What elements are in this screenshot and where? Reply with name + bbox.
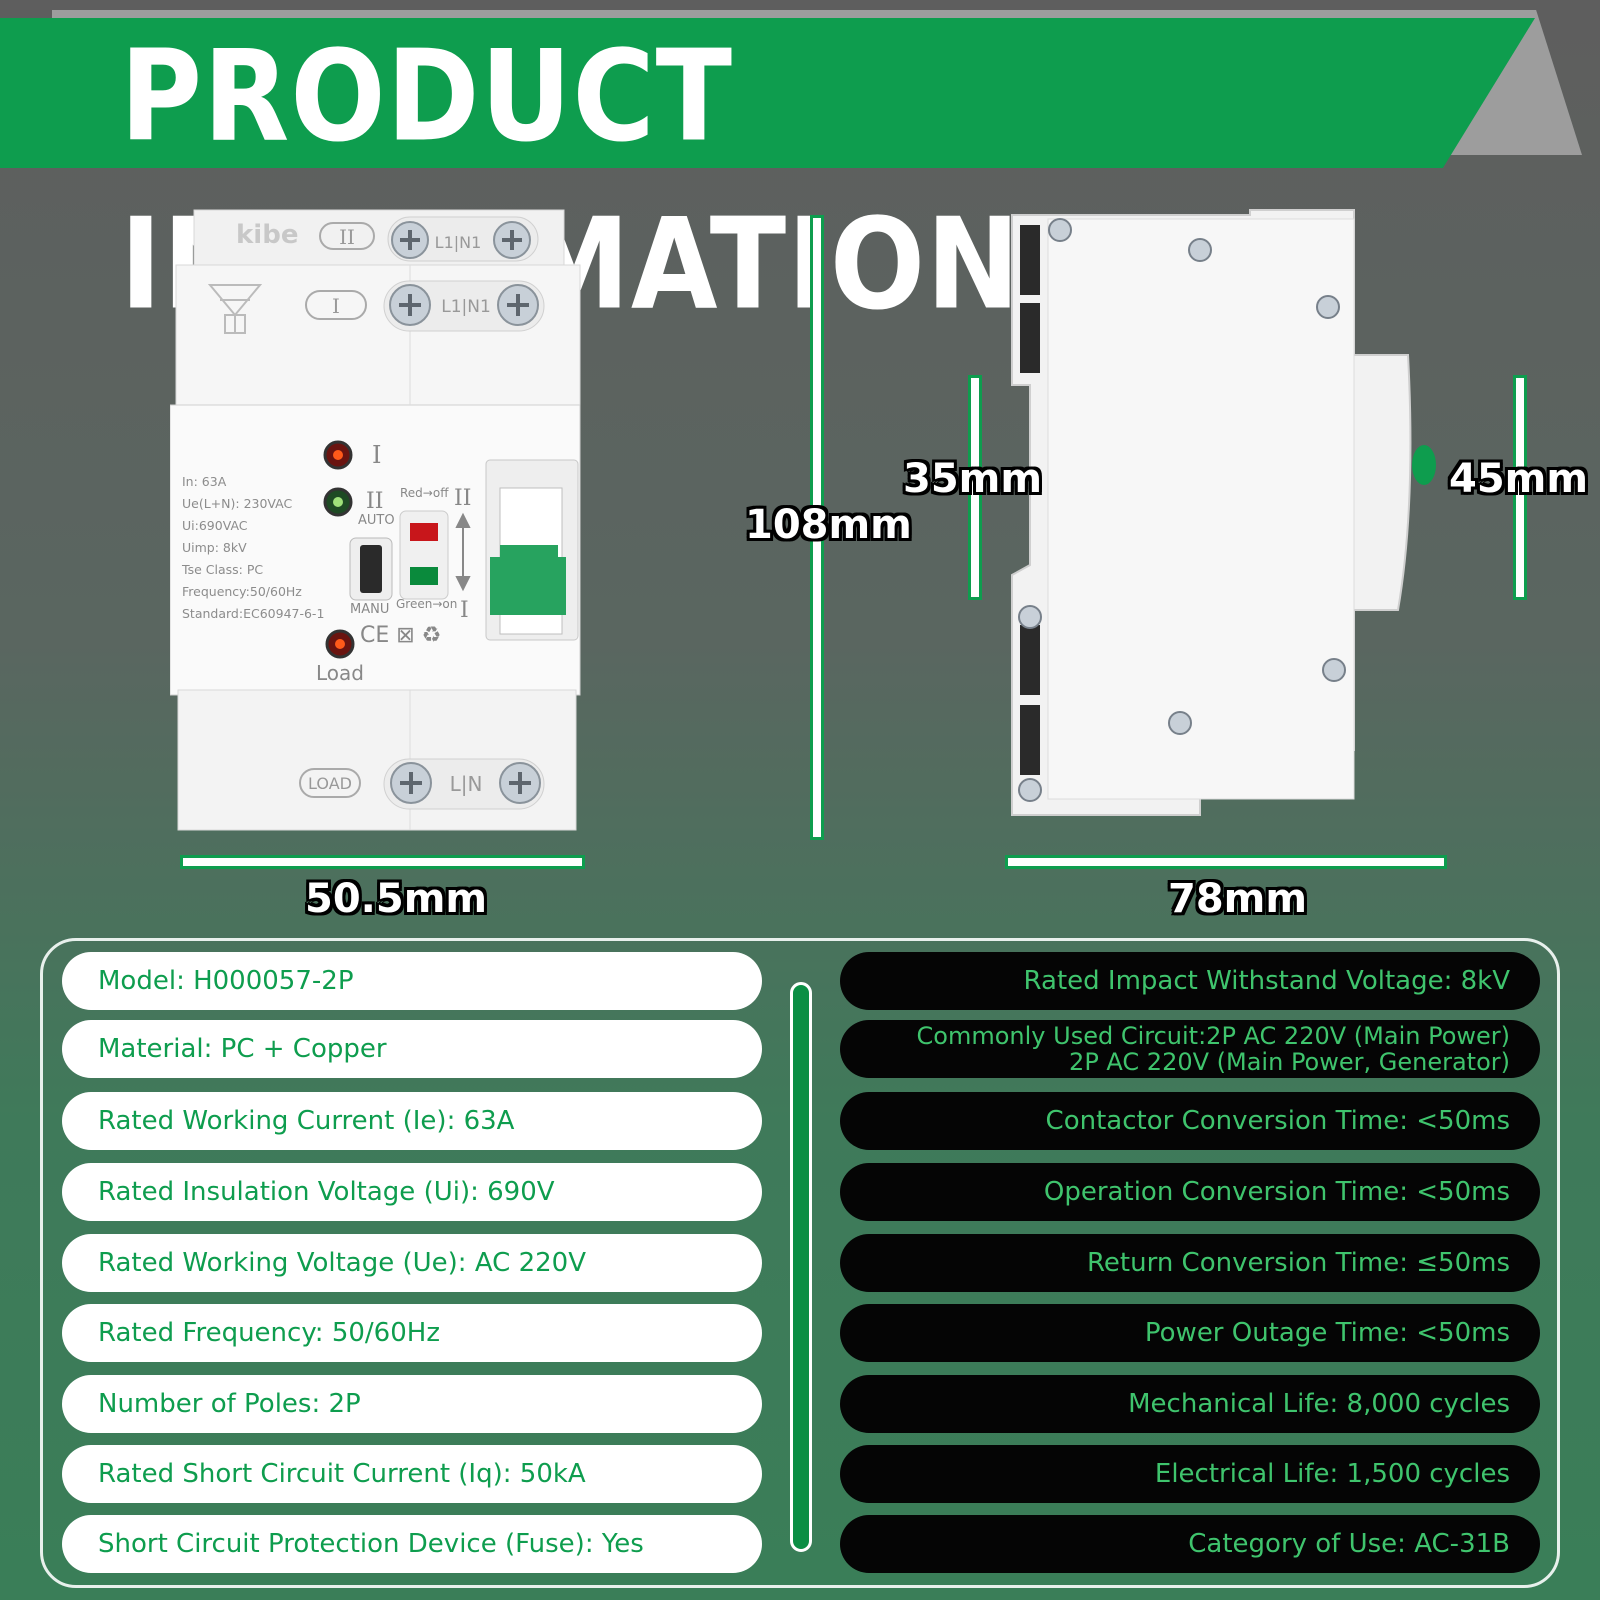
terminal-mid-label: L1|N1 — [441, 297, 491, 317]
spec-pill-poles: Number of Poles: 2P — [62, 1375, 762, 1433]
spec-pill-category: Category of Use: AC-31B — [840, 1515, 1540, 1573]
terminal-bottom-label: L|N — [450, 772, 483, 796]
spec-pill-working-current: Rated Working Current (Ie): 63A — [62, 1092, 762, 1150]
dim-label-45: 45mm — [1449, 456, 1589, 502]
spec-pill-operation-time: Operation Conversion Time: <50ms — [840, 1163, 1540, 1221]
body-spec: Ui:690VAC — [182, 518, 248, 533]
page-title: PRODUCT INFORMATION — [120, 24, 1020, 338]
terminal-top-label: L1|N1 — [435, 233, 482, 252]
spec-pill-fuse: Short Circuit Protection Device (Fuse): … — [62, 1515, 762, 1573]
cert-marks: CE ⊠ ♻ — [360, 623, 441, 648]
spec-pill-short-circuit-current: Rated Short Circuit Current (Iq): 50kA — [62, 1445, 762, 1503]
screw-icon — [1018, 218, 1346, 802]
spec-pill-return-time: Return Conversion Time: ≤50ms — [840, 1234, 1540, 1292]
spec-common-circuit-line-2: 2P AC 220V (Main Power, Generator) — [1069, 1048, 1510, 1076]
body-spec: Standard:EC60947-6-1 — [182, 606, 324, 621]
status-window-red — [410, 523, 438, 541]
status-window-green — [410, 567, 438, 585]
body-spec: In: 63A — [182, 474, 227, 489]
spec-common-circuit-line-1: Commonly Used Circuit:2P AC 220V (Main P… — [916, 1022, 1510, 1050]
spec-pill-contactor-time: Contactor Conversion Time: <50ms — [840, 1092, 1540, 1150]
brand-logo: kibe — [236, 220, 298, 250]
spec-pill-mechanical-life: Mechanical Life: 8,000 cycles — [840, 1375, 1540, 1433]
spec-pill-impact-voltage: Rated Impact Withstand Voltage: 8kV — [840, 952, 1540, 1010]
spec-pill-outage-time: Power Outage Time: <50ms — [840, 1304, 1540, 1362]
body-spec: Tse Class: PC — [181, 562, 263, 577]
body-specs: In: 63A Ue(L+N): 230VAC Ui:690VAC Uimp: … — [181, 474, 324, 621]
spec-pill-electrical-life: Electrical Life: 1,500 cycles — [840, 1445, 1540, 1503]
switch-handle — [490, 545, 566, 615]
dim-label-side-depth: 78mm — [1168, 876, 1308, 922]
spec-pill-insulation-voltage: Rated Insulation Voltage (Ui): 690V — [62, 1163, 762, 1221]
switch-bottom-label: I — [460, 598, 469, 623]
spec-divider — [790, 982, 812, 1552]
load-badge: LOAD — [308, 774, 352, 793]
indicator-1-label: I — [372, 441, 381, 469]
body-spec: Frequency:50/60Hz — [182, 584, 302, 599]
up-down-arrow-icon — [455, 512, 471, 592]
source-1-label: I — [332, 294, 340, 318]
dim-line-45 — [1513, 375, 1527, 600]
rail-clip — [1412, 445, 1436, 485]
source-2-label: II — [339, 225, 355, 249]
manu-label: MANU — [350, 602, 389, 617]
green-on-label: Green→on — [396, 597, 457, 611]
device-side-view — [1011, 209, 1436, 816]
spec-pill-material: Material: PC + Copper — [62, 1020, 762, 1078]
dim-line-side-depth — [1005, 855, 1447, 869]
tower-logo-icon — [207, 284, 263, 334]
spec-panel — [40, 938, 1560, 1588]
switch-top-label: II — [454, 486, 471, 511]
spec-pill-frequency: Rated Frequency: 50/60Hz — [62, 1304, 762, 1362]
red-off-label: Red→off — [400, 486, 449, 500]
dim-label-35: 35mm — [903, 456, 1043, 502]
device-front-view: kibe II L1|N1 I L1|N1 I II AUTO In: 63A … — [170, 209, 581, 831]
title-banner — [0, 18, 1535, 168]
body-spec: Uimp: 8kV — [182, 540, 247, 555]
spec-pill-common-circuit: Commonly Used Circuit:2P AC 220V (Main P… — [840, 1020, 1540, 1078]
dim-line-35 — [968, 375, 982, 600]
spec-pill-model: Model: H000057-2P — [62, 952, 762, 1010]
dim-label-height: 108mm — [745, 502, 912, 548]
indicator-2-label: II — [366, 489, 383, 514]
dim-label-front-width: 50.5mm — [305, 876, 488, 922]
body-spec: Ue(L+N): 230VAC — [182, 496, 293, 511]
dim-line-front-width — [180, 855, 585, 869]
dim-line-height — [810, 215, 824, 840]
spec-pill-working-voltage: Rated Working Voltage (Ue): AC 220V — [62, 1234, 762, 1292]
auto-label: AUTO — [358, 513, 395, 528]
load-label: Load — [316, 661, 364, 685]
